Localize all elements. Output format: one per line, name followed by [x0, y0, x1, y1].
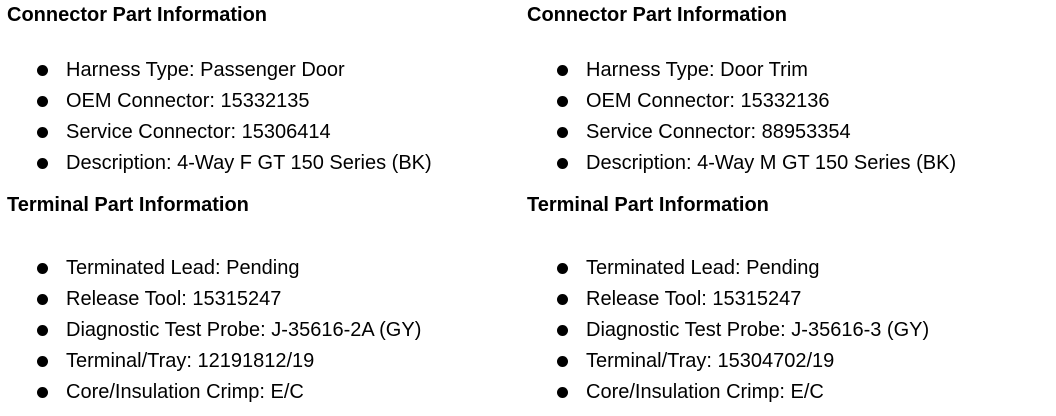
- terminated-lead-text: Terminated Lead: Pending: [66, 257, 300, 279]
- bullet-icon: [37, 263, 48, 274]
- part-info-column-right: Connector Part Information Harness Type:…: [527, 4, 1056, 416]
- list-item: Terminated Lead: Pending: [527, 253, 1056, 284]
- list-item: OEM Connector: 15332136: [527, 86, 1056, 117]
- list-item: Harness Type: Passenger Door: [7, 55, 527, 86]
- terminal-part-info-section: Terminal Part Information Terminated Lea…: [7, 194, 527, 408]
- bullet-icon: [557, 294, 568, 305]
- connector-part-list: Harness Type: Passenger Door OEM Connect…: [7, 55, 527, 179]
- connector-part-list: Harness Type: Door Trim OEM Connector: 1…: [527, 55, 1056, 179]
- service-connector-text: Service Connector: 88953354: [586, 121, 851, 143]
- diagnostic-test-probe-text: Diagnostic Test Probe: J-35616-3 (GY): [586, 319, 930, 341]
- connector-part-info-section: Connector Part Information Harness Type:…: [527, 4, 1056, 179]
- bullet-icon: [37, 96, 48, 107]
- terminal-part-info-section: Terminal Part Information Terminated Lea…: [527, 194, 1056, 408]
- bullet-icon: [37, 65, 48, 76]
- terminal-part-heading: Terminal Part Information: [7, 194, 249, 216]
- release-tool-text: Release Tool: 15315247: [66, 288, 282, 310]
- list-item: Service Connector: 15306414: [7, 117, 527, 148]
- list-item: Core/Insulation Crimp: E/C: [7, 377, 527, 408]
- list-item: Release Tool: 15315247: [527, 284, 1056, 315]
- harness-type-text: Harness Type: Door Trim: [586, 59, 808, 81]
- bullet-icon: [557, 263, 568, 274]
- bullet-icon: [557, 387, 568, 398]
- service-connector-text: Service Connector: 15306414: [66, 121, 331, 143]
- bullet-icon: [37, 356, 48, 367]
- bullet-icon: [37, 127, 48, 138]
- bullet-icon: [557, 96, 568, 107]
- bullet-icon: [37, 294, 48, 305]
- oem-connector-text: OEM Connector: 15332136: [586, 90, 830, 112]
- list-item: Terminated Lead: Pending: [7, 253, 527, 284]
- list-item: Diagnostic Test Probe: J-35616-3 (GY): [527, 315, 1056, 346]
- terminal-tray-text: Terminal/Tray: 15304702/19: [586, 350, 835, 372]
- bullet-icon: [557, 127, 568, 138]
- list-item: Terminal/Tray: 12191812/19: [7, 346, 527, 377]
- list-item: Core/Insulation Crimp: E/C: [527, 377, 1056, 408]
- description-text: Description: 4-Way M GT 150 Series (BK): [586, 152, 957, 174]
- terminated-lead-text: Terminated Lead: Pending: [586, 257, 820, 279]
- bullet-icon: [557, 158, 568, 169]
- oem-connector-text: OEM Connector: 15332135: [66, 90, 310, 112]
- bullet-icon: [37, 325, 48, 336]
- list-item: Release Tool: 15315247: [7, 284, 527, 315]
- harness-type-text: Harness Type: Passenger Door: [66, 59, 345, 81]
- bullet-icon: [557, 356, 568, 367]
- list-item: Service Connector: 88953354: [527, 117, 1056, 148]
- connector-part-heading: Connector Part Information: [527, 4, 788, 26]
- list-item: Terminal/Tray: 15304702/19: [527, 346, 1056, 377]
- list-item: Harness Type: Door Trim: [527, 55, 1056, 86]
- connector-part-heading: Connector Part Information: [7, 4, 268, 26]
- connector-part-info-section: Connector Part Information Harness Type:…: [7, 4, 527, 179]
- release-tool-text: Release Tool: 15315247: [586, 288, 802, 310]
- bullet-icon: [557, 325, 568, 336]
- terminal-part-list: Terminated Lead: Pending Release Tool: 1…: [7, 253, 527, 408]
- terminal-part-heading: Terminal Part Information: [527, 194, 769, 216]
- list-item: Description: 4-Way M GT 150 Series (BK): [527, 148, 1056, 179]
- list-item: Description: 4-Way F GT 150 Series (BK): [7, 148, 527, 179]
- core-insulation-crimp-text: Core/Insulation Crimp: E/C: [66, 381, 304, 403]
- terminal-part-list: Terminated Lead: Pending Release Tool: 1…: [527, 253, 1056, 408]
- part-info-column-left: Connector Part Information Harness Type:…: [7, 4, 527, 416]
- terminal-tray-text: Terminal/Tray: 12191812/19: [66, 350, 315, 372]
- list-item: Diagnostic Test Probe: J-35616-2A (GY): [7, 315, 527, 346]
- bullet-icon: [37, 158, 48, 169]
- list-item: OEM Connector: 15332135: [7, 86, 527, 117]
- core-insulation-crimp-text: Core/Insulation Crimp: E/C: [586, 381, 824, 403]
- description-text: Description: 4-Way F GT 150 Series (BK): [66, 152, 432, 174]
- bullet-icon: [557, 65, 568, 76]
- bullet-icon: [37, 387, 48, 398]
- diagnostic-test-probe-text: Diagnostic Test Probe: J-35616-2A (GY): [66, 319, 422, 341]
